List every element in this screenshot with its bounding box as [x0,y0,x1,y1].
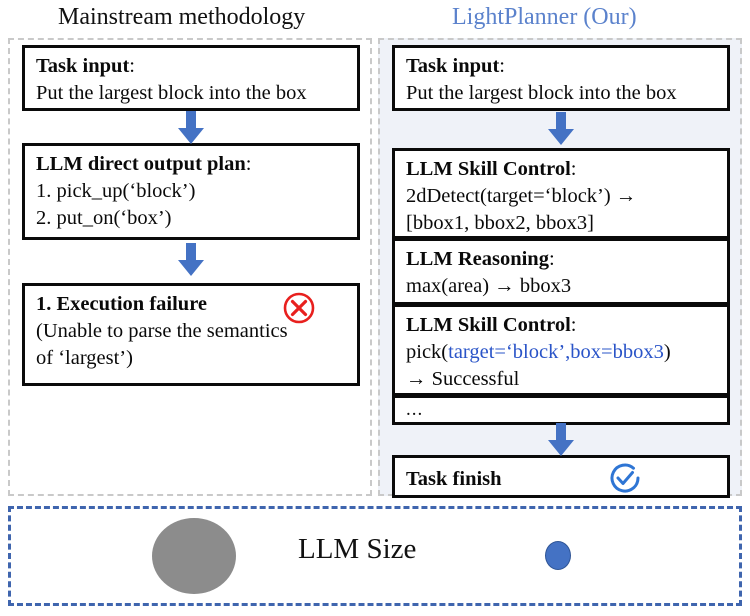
right-skill-control-2-call-args: target=‘block’,box=bbox3 [448,341,664,363]
panel-llm-size [8,506,742,606]
right-reasoning-heading-text: LLM Reasoning [406,248,549,270]
left-plan-colon: : [245,153,252,175]
left-failure-heading-text: 1. Execution failure [36,293,208,315]
right-skill-control-1-heading: LLM Skill Control: [406,156,718,183]
right-skill-control-1-heading-text: LLM Skill Control [406,158,571,180]
right-task-input-box: Task input: Put the largest block into t… [392,45,730,111]
right-skill-control-2-call-prefix: pick( [406,341,449,363]
left-plan-box: LLM direct output plan: 1. pick_up(‘bloc… [22,143,360,240]
left-failure-heading: 1. Execution failure [36,291,348,318]
llm-size-label: LLM Size [298,533,417,565]
right-skill-control-2-heading-text: LLM Skill Control [406,314,571,336]
right-task-finish-label-text: Task finish [406,468,502,490]
right-task-input-heading-text: Task input [406,55,500,77]
right-skill-control-1-colon: : [570,158,577,180]
right-skill-control-2-result: → Successful [406,368,520,390]
right-skill-control-2-call-suffix: ) [663,341,671,363]
left-task-input-body: Put the largest block into the box [36,82,307,104]
right-ellipsis-box: ... [392,396,730,425]
right-task-input-colon: : [499,55,505,77]
left-task-input-heading: Task input: [36,53,348,80]
column-title-mainstream: Mainstream methodology [58,4,306,30]
left-plan-heading-text: LLM direct output plan [36,153,246,175]
left-failure-box: 1. Execution failure (Unable to parse th… [22,283,360,386]
right-task-finish-box: Task finish [392,455,730,498]
column-title-lightplanner: LightPlanner (Our) [452,4,637,30]
right-reasoning-heading: LLM Reasoning: [406,246,718,273]
left-failure-line-2: of ‘largest’) [36,347,133,369]
right-skill-control-1-call: 2dDetect(target=‘block’) → [406,185,637,207]
right-skill-control-1-result: [bbox1, bbox2, bbox3] [406,212,594,234]
right-reasoning-colon: : [548,248,555,270]
arrow-right-1 [548,112,574,145]
large-gray-ellipse-marker [152,518,236,594]
left-failure-line-1: (Unable to parse the semantics [36,320,288,342]
left-task-input-box: Task input: Put the largest block into t… [22,45,360,111]
right-task-input-heading: Task input: [406,53,718,80]
right-ellipsis-text: ... [406,399,424,420]
left-task-input-heading-text: Task input [36,55,130,77]
right-reasoning-expression: max(area) → bbox3 [406,275,572,297]
left-plan-step-1: 1. pick_up(‘block’) [36,180,196,202]
right-skill-control-2-call: pick(target=‘block’,box=bbox3) [406,339,718,366]
small-blue-ellipse-marker [545,541,571,570]
arrow-left-1 [178,111,204,144]
arrow-right-2 [548,423,574,456]
right-skill-control-2-heading: LLM Skill Control: [406,312,718,339]
right-task-input-body: Put the largest block into the box [406,82,677,104]
success-check-icon [610,463,640,493]
right-task-finish-label: Task finish [406,463,718,496]
right-skill-control-1-box: LLM Skill Control: 2dDetect(target=‘bloc… [392,148,730,239]
right-reasoning-box: LLM Reasoning: max(area) → bbox3 [392,239,730,305]
failure-x-icon [283,292,315,324]
arrow-left-2 [178,243,204,276]
left-task-input-colon: : [129,55,135,77]
left-plan-step-2: 2. put_on(‘box’) [36,207,172,229]
left-plan-heading: LLM direct output plan: [36,151,348,178]
right-skill-control-2-colon: : [570,314,577,336]
right-skill-control-2-box: LLM Skill Control: pick(target=‘block’,b… [392,305,730,396]
